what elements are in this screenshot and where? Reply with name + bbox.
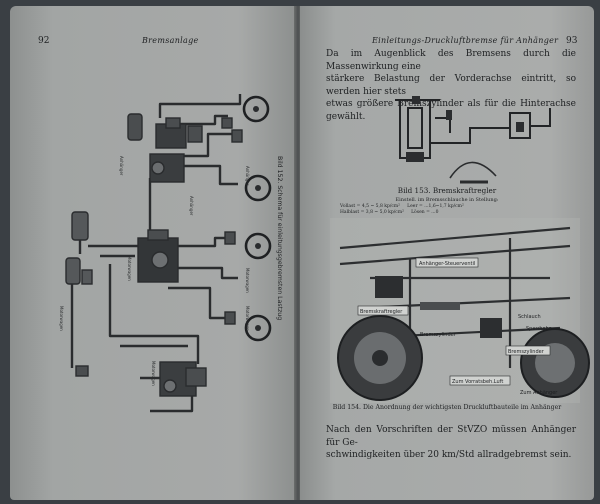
figure-153-subtitle: Einstell. im Bremsschlauche in Stellung: [395,197,499,203]
diagram-label: Motorwagen [127,256,132,281]
left-running-head: Bremsanlage [142,36,199,45]
diagram-label: Motorwagen [245,268,250,293]
diagram-label: Anhänger [245,166,250,186]
open-book: 92 Bremsanlage [10,6,594,500]
figure-153-caption: Bild 153. Bremskraftregler [397,186,497,195]
label-brake-cylinder: Bremszylinder [508,349,545,355]
figure-153-settings-table: Vollast = 4,5 ~ 5,8 kp/cm² Leer = ...1,6… [340,204,464,215]
figure-154-trailer-chassis: Anhänger-Steuerventil Bremskraftregler B… [330,218,590,403]
figure-153-brake-force-regulator [395,96,551,184]
paragraph-1: Da im Augenblick des Bremsens durch die … [326,49,576,122]
book-gutter [294,6,302,500]
left-page: 92 Bremsanlage [10,6,296,500]
diagram-label: Motorwagen [245,306,250,331]
paragraph-2: Nach den Vorschriften der StVZO müssen A… [326,425,576,461]
label-to-trailer: Zum Anhänger [520,390,558,396]
label-trailer-control-valve: Anhänger-Steuerventil [419,261,475,267]
left-page-number: 92 [38,36,50,46]
figure-152-caption: Bild 152. Schema für einleitungsgebremst… [276,156,283,320]
label-hose: Schlauch [518,314,541,320]
label-brake-cylinder: Bremszylinder [420,332,457,338]
right-page: Einleitungs-Druckluftbremse für Anhänger… [300,6,594,500]
label-brake-force-regulator: Bremskraftregler [360,309,403,315]
label-to-reservoir: Zum Vorratsbeh.Luft [452,379,503,385]
brake-schematic-diagram: Anhänger Anhänger Anhänger Motorwagen Mo… [59,94,283,413]
right-page-number: 93 [566,36,578,46]
label-stopcock: Sperrhahn [526,326,552,332]
diagram-label: Anhänger [119,156,124,176]
figure-154-caption: Bild 154. Die Anordnung der wichtigsten … [332,404,562,411]
right-running-head: Einleitungs-Druckluftbremse für Anhänger [372,36,559,45]
diagram-label: Motorwagen [59,306,64,331]
diagram-label: Motorwagen [151,361,156,386]
diagram-label: Anhänger [189,196,194,216]
